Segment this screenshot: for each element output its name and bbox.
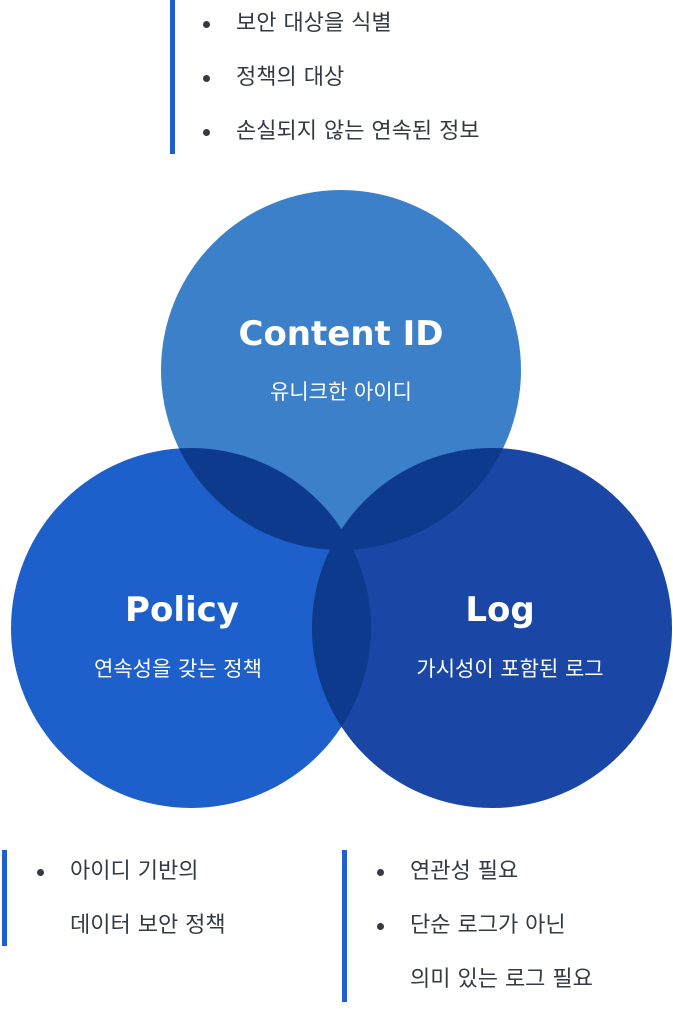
- bottom-left-list: 아이디 기반의 데이터 보안 정책: [34, 850, 226, 958]
- list-item-continuation: 의미 있는 로그 필요: [410, 967, 593, 992]
- list-item-continuation: 데이터 보안 정책: [70, 913, 226, 938]
- overlap-content-policy: [161, 448, 371, 550]
- overlap-content-log: [312, 448, 521, 550]
- list-item: 단순 로그가 아닌: [374, 904, 593, 958]
- list-item: 정책의 대상: [200, 56, 480, 110]
- list-item: 연관성 필요: [374, 850, 593, 904]
- bottom-right-accent-bar: [342, 850, 347, 1002]
- log-subtitle: 가시성이 포함된 로그: [416, 657, 604, 681]
- bottom-left-accent-bar: [2, 850, 7, 946]
- top-accent-bar: [170, 0, 175, 154]
- content-id-subtitle: 유니크한 아이디: [270, 380, 412, 404]
- top-bullet-list: 보안 대상을 식별 정책의 대상 손실되지 않는 연속된 정보: [200, 2, 480, 164]
- log-title: Log: [465, 590, 535, 630]
- list-item: 손실되지 않는 연속된 정보: [200, 110, 480, 164]
- policy-subtitle: 연속성을 갖는 정책: [94, 657, 262, 681]
- bottom-right-list: 연관성 필요 단순 로그가 아닌 의미 있는 로그 필요: [374, 850, 593, 1012]
- content-id-title: Content ID: [238, 314, 444, 354]
- list-item: 보안 대상을 식별: [200, 2, 480, 56]
- list-item: 아이디 기반의: [34, 850, 226, 904]
- policy-title: Policy: [125, 590, 239, 630]
